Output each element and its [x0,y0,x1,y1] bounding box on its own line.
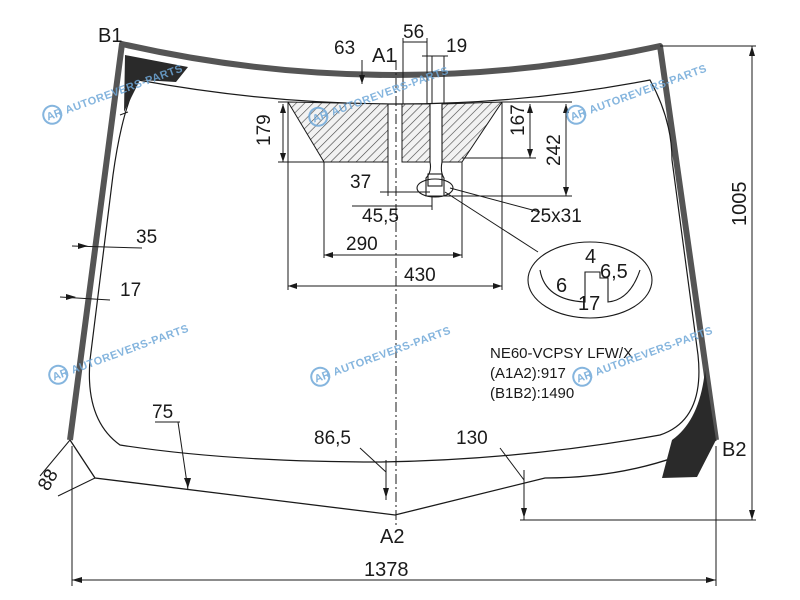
point-b1: B1 [98,25,122,47]
dim-63: 63 [334,38,355,59]
height-a1a2: (A1A2):917 [490,365,566,382]
detail-label-left: 6 [556,275,567,297]
arrowheads [66,46,755,583]
svg-text:AR: AR [575,369,594,386]
dim-1378: 1378 [364,559,409,581]
dim-1005: 1005 [729,182,751,227]
svg-text:AR: AR [311,109,330,126]
dim-130: 130 [456,428,488,449]
point-a2: A2 [380,526,404,548]
dimension-lines [39,38,756,586]
dim-430: 430 [404,265,436,286]
dim-25x31: 25x31 [530,206,582,227]
dim-88: 88 [34,466,63,495]
dim-86-5: 86,5 [314,428,351,449]
watermark-logo-icon [310,366,331,387]
dim-75: 75 [152,402,173,423]
point-b2: B2 [722,439,746,461]
svg-text:AR: AR [45,107,64,124]
svg-text:AUTOREVERS-PARTS: AUTOREVERS-PARTS [70,323,191,377]
watermark-3: AR AUTOREVERS-PARTS [566,63,709,125]
model-code: NE60-VCPSY LFW/X [490,345,633,362]
svg-text:AR: AR [569,107,588,124]
watermark-4: AR AUTOREVERS-PARTS [48,323,191,385]
dim-35: 35 [136,227,157,248]
dim-167: 167 [508,104,529,136]
detail-label-top: 4 [585,246,596,268]
detail-label-right: 6,5 [600,261,628,283]
width-b1b2: (B1B2):1490 [490,385,574,402]
corner-patch-top-left [124,55,188,112]
dim-37: 37 [350,172,371,193]
dim-56: 56 [403,22,424,43]
watermark-logo-icon [42,104,63,125]
svg-text:AR: AR [51,367,70,384]
dim-45-5: 45,5 [362,206,399,227]
labels: B1 B2 A1 A2 63 56 19 179 167 242 37 45,5… [34,22,751,581]
corner-patch-bottom-right [662,370,716,478]
dim-19: 19 [446,36,467,57]
detail-view: 4 6 6,5 17 [527,241,653,319]
watermark-5: AR AUTOREVERS-PARTS [310,325,453,387]
detail-label-bottom: 17 [578,293,600,315]
dim-17: 17 [120,280,141,301]
watermark-logo-icon [48,364,69,385]
svg-text:AR: AR [313,369,332,386]
dim-242: 242 [544,134,565,166]
glass-outline [67,41,719,516]
point-a1: A1 [372,45,396,67]
watermark-logo-icon [572,366,593,387]
watermark-logo-icon [566,104,587,125]
dim-179: 179 [254,114,275,146]
dim-290: 290 [346,234,378,255]
svg-text:AUTOREVERS-PARTS: AUTOREVERS-PARTS [332,325,453,379]
watermark-logo-icon [308,106,329,127]
svg-text:AUTOREVERS-PARTS: AUTOREVERS-PARTS [588,63,709,117]
